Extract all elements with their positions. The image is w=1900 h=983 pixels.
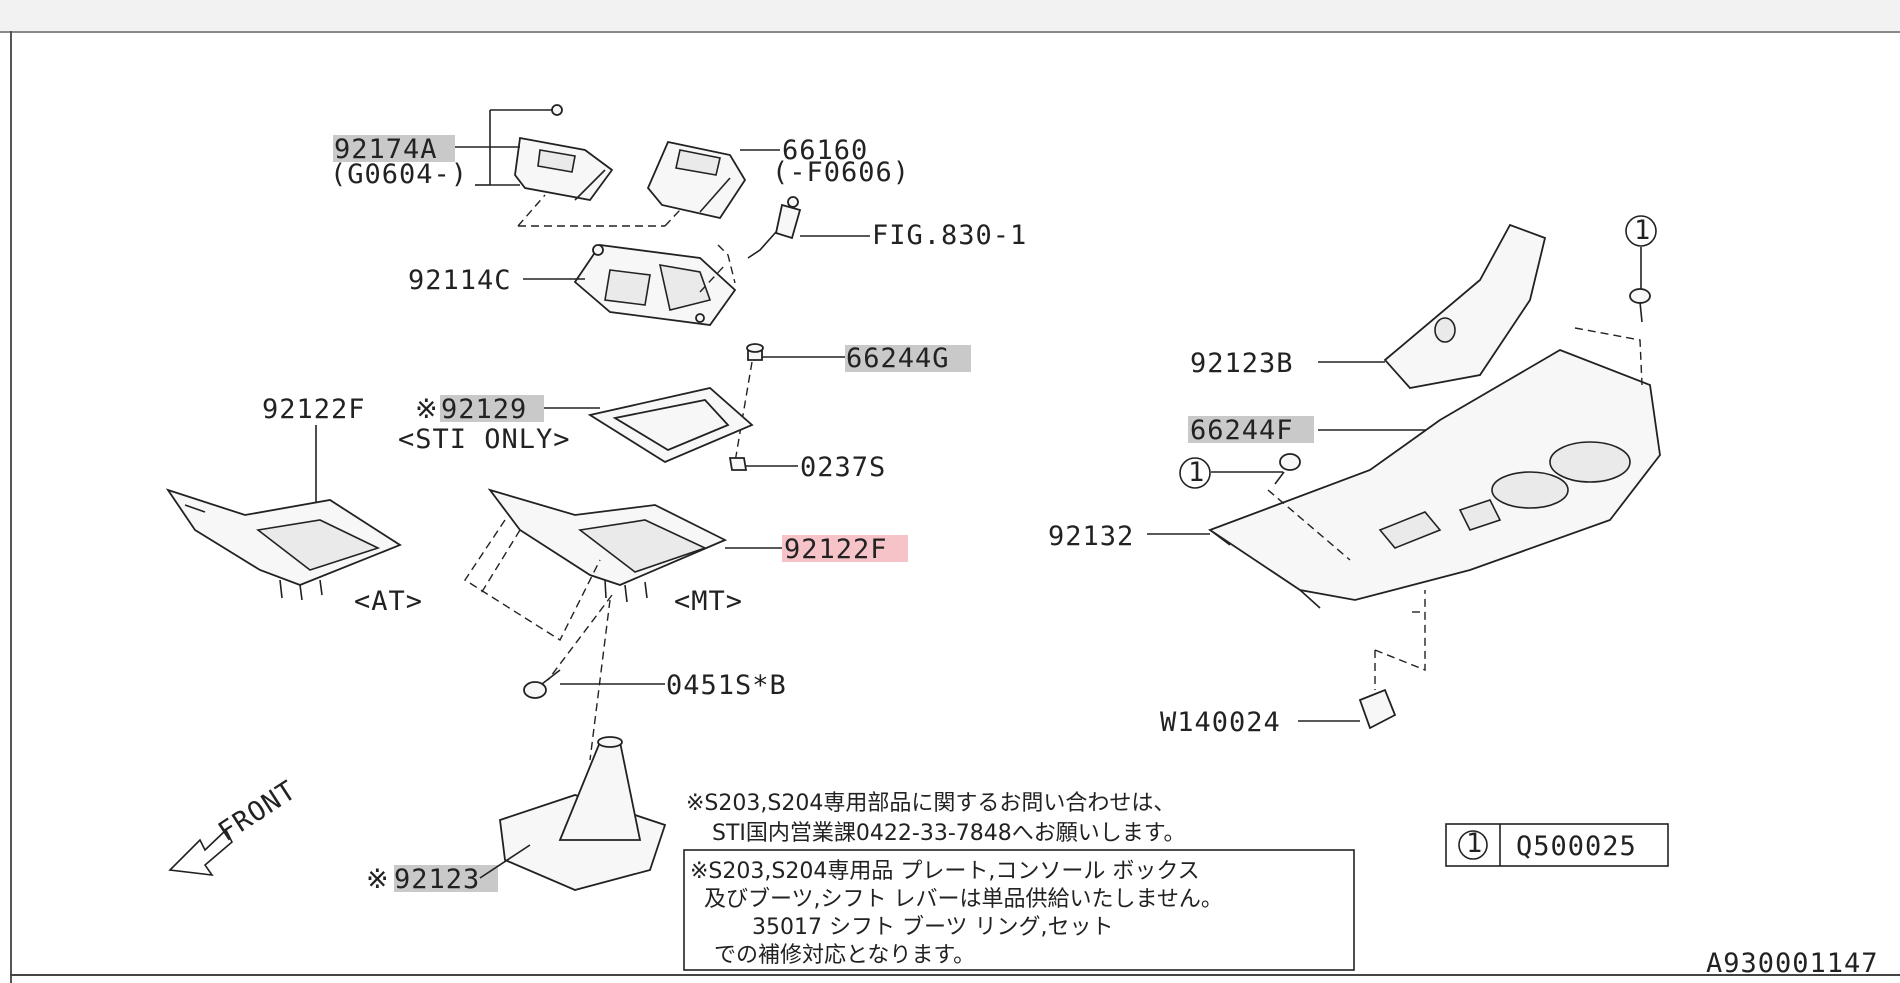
label-0237S: 0237S: [800, 452, 886, 483]
part-W140024-drawing: [1358, 688, 1397, 730]
part-92123-boot-drawing: [499, 736, 667, 891]
note-box-line-2: 及びブーツ,シフト レバーは単品供給いたしません。: [704, 887, 1223, 912]
front-arrow-icon: [168, 828, 233, 877]
part-0237S-drawing: [728, 457, 748, 471]
connector-fig830-drawing: [747, 196, 802, 259]
label-at: <AT>: [354, 586, 423, 617]
note-contact-line-1: ※S203,S204専用部品に関するお問い合わせは、: [686, 791, 1175, 816]
part-92132-console-drawing: [1208, 349, 1661, 609]
part-66244G-drawing: [746, 343, 764, 361]
part-92174A-drawing: [514, 104, 614, 201]
label-92122F-right: 92122F: [784, 534, 888, 565]
highlight-92129: [440, 395, 544, 422]
label-92123B: 92123B: [1190, 348, 1294, 379]
label-92122F-left: 92122F: [262, 394, 366, 425]
label-mt: <MT>: [674, 586, 743, 617]
screw-1-top-drawing: [1629, 288, 1651, 323]
label-92123-mark: ※: [366, 864, 390, 895]
part-92122F-mt-drawing: [487, 488, 728, 603]
legend-callout-1-label: 1: [1466, 828, 1483, 859]
note-box-line-1: ※S203,S204専用品 プレート,コンソール ボックス: [690, 859, 1200, 884]
label-fig-830-1[interactable]: FIG.830-1: [872, 220, 1027, 251]
label-F0606: (-F0606): [772, 157, 910, 188]
label-front: FRONT: [213, 775, 302, 848]
viewer-top-bar: [0, 0, 1900, 33]
highlight-92122F-right: [782, 535, 908, 562]
highlight-66244F: [1188, 416, 1314, 443]
part-0451S-screw-drawing: [523, 669, 561, 699]
label-G0604: (G0604-): [330, 159, 468, 190]
part-92114C-drawing: [573, 244, 737, 326]
highlight-92174A: [333, 135, 455, 162]
label-92114C: 92114C: [408, 265, 512, 296]
label-92174A: 92174A: [334, 134, 438, 165]
note-box-line-4: での補修対応となります。: [714, 943, 975, 968]
label-92132: 92132: [1048, 521, 1134, 552]
label-66160: 66160: [782, 135, 868, 166]
note-contact-line-2: STI国内営業課0422-33-7848へお願いします。: [712, 821, 1186, 846]
legend-callout-1-icon: [1458, 830, 1488, 860]
label-sti-only: <STI ONLY>: [398, 424, 571, 455]
label-0451S-B: 0451S*B: [666, 670, 787, 701]
highlight-66244G: [845, 345, 971, 372]
label-66244G: 66244G: [846, 343, 950, 374]
note-box-line-3: 35017 シフト ブーツ リング,セット: [752, 915, 1114, 940]
part-66160-drawing: [646, 140, 747, 220]
part-92123B-drawing: [1383, 223, 1547, 389]
callout-1-top-label: 1: [1634, 215, 1651, 246]
callout-1-mid-label: 1: [1188, 457, 1205, 488]
label-66244F: 66244F: [1190, 415, 1294, 446]
callout-1-mid-icon: [1179, 457, 1211, 489]
callout-1-top-icon: [1625, 215, 1657, 247]
label-92129-mark: ※: [415, 394, 439, 425]
legend-code: Q500025: [1516, 831, 1637, 862]
part-92129-drawing: [587, 387, 754, 464]
left-border: [10, 31, 12, 983]
diagram-id: A930001147: [1706, 948, 1879, 979]
label-92123: 92123: [394, 864, 480, 895]
screw-1-mid-drawing: [1274, 453, 1301, 485]
part-92122F-at-drawing: [165, 488, 402, 601]
bottom-border: [10, 974, 1900, 976]
legend-box: 1 Q500025: [1445, 823, 1669, 867]
supply-note-box: [683, 849, 1355, 971]
label-W140024: W140024: [1160, 707, 1281, 738]
label-92129: 92129: [441, 394, 527, 425]
